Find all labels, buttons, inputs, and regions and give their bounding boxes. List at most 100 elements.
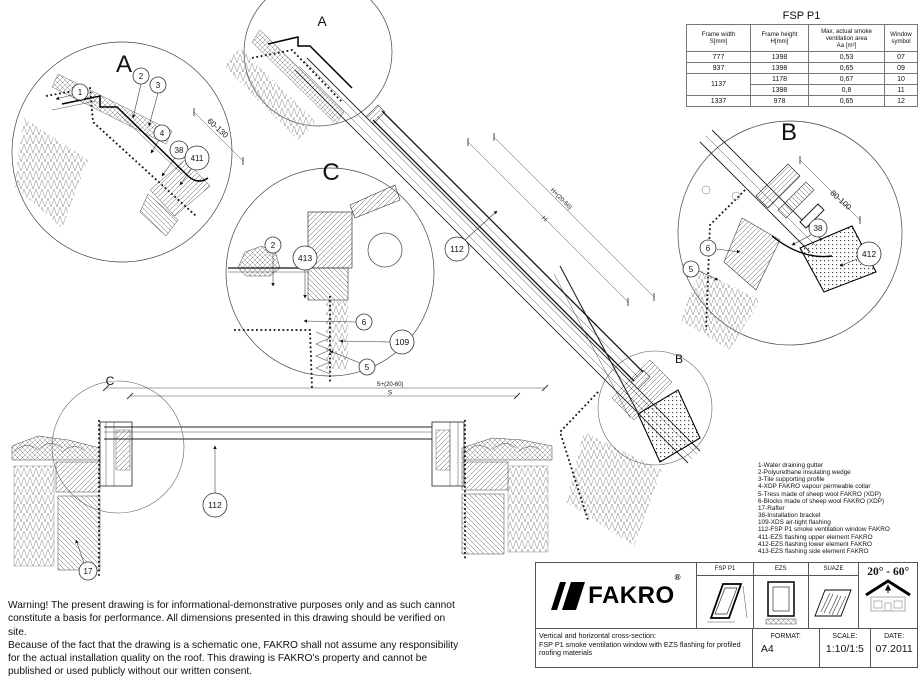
callout-109: 109 bbox=[339, 329, 415, 355]
callout-5b: 5 bbox=[682, 260, 719, 281]
detail-b-marker: B bbox=[675, 352, 683, 366]
svg-text:3: 3 bbox=[156, 81, 161, 90]
svg-text:413: 413 bbox=[298, 253, 313, 263]
svg-text:2: 2 bbox=[139, 72, 144, 81]
svg-text:2: 2 bbox=[271, 241, 276, 250]
svg-text:80-100: 80-100 bbox=[828, 188, 853, 212]
horizontal-section: C 112 17 S+(20-60) S bbox=[11, 374, 553, 581]
date-label: DATE: bbox=[884, 633, 905, 640]
callout-112-horizontal: 112 bbox=[202, 445, 228, 518]
legend-item: 38-Installation bracket bbox=[758, 512, 821, 520]
date-cell: DATE: 07.2011 bbox=[871, 629, 917, 667]
svg-text:109: 109 bbox=[395, 337, 410, 347]
svg-text:17: 17 bbox=[84, 567, 93, 576]
legend-item: 412-EZS flashing lower element FAKRO bbox=[758, 540, 873, 548]
scale-label: SCALE: bbox=[832, 633, 858, 640]
profiled-sheet-icon bbox=[814, 589, 853, 617]
callout-1: 1 bbox=[55, 83, 89, 101]
svg-text:H: H bbox=[540, 215, 548, 223]
window-type-cell: FSP P1 bbox=[697, 563, 754, 628]
svg-text:S+(20-60): S+(20-60) bbox=[377, 382, 404, 388]
window-type-label: FSP P1 bbox=[697, 563, 753, 576]
warning-line: Warning! The present drawing is for info… bbox=[8, 600, 455, 611]
date-value: 07.2011 bbox=[875, 643, 913, 655]
svg-text:60-130: 60-130 bbox=[205, 116, 230, 140]
detail-b: B 6 5 38 412 80-100 bbox=[677, 119, 903, 350]
callout-6b: 6 bbox=[699, 239, 741, 257]
callout-5c: 5 bbox=[329, 350, 376, 376]
svg-text:5: 5 bbox=[689, 265, 694, 274]
fakro-logo-text: FAKRO® bbox=[588, 572, 682, 609]
svg-text:38: 38 bbox=[175, 146, 184, 155]
top-roof-fragment: A bbox=[224, 0, 393, 140]
detail-a: A 1 2 3 4 38 411 bbox=[11, 41, 244, 263]
callout-412: 412 bbox=[839, 241, 882, 267]
callout-411: 411 bbox=[179, 145, 210, 186]
svg-text:4: 4 bbox=[160, 129, 165, 138]
callout-38b: 38 bbox=[791, 218, 828, 246]
roofing-type-label: SUAZE bbox=[808, 563, 859, 576]
legend-item: 112-FSP P1 smoke ventilation window FAKR… bbox=[758, 526, 890, 534]
svg-text:S: S bbox=[388, 390, 393, 397]
callout-3: 3 bbox=[148, 76, 167, 127]
parts-legend: 1-Water draining gutter 2-Polyurethane i… bbox=[758, 462, 920, 555]
detail-a-label: A bbox=[116, 51, 132, 78]
flashing-type-cell: EZS bbox=[753, 563, 809, 628]
detail-c-label: C bbox=[322, 159, 339, 186]
detail-c-source-circle bbox=[51, 380, 185, 514]
detail-c: C 2 413 6 109 5 bbox=[225, 159, 435, 389]
callout-2c: 2 bbox=[264, 236, 282, 287]
format-label: FORMAT: bbox=[770, 633, 801, 640]
registered-mark: ® bbox=[674, 572, 682, 582]
svg-text:5: 5 bbox=[365, 363, 370, 372]
pitch-range-cell: 20° - 60° bbox=[859, 563, 917, 628]
callout-6c: 6 bbox=[303, 313, 373, 331]
svg-text:412: 412 bbox=[862, 249, 877, 259]
callout-413: 413 bbox=[292, 245, 318, 299]
dimension-h: H+(20-60) H bbox=[467, 133, 655, 306]
flashing-type-label: EZS bbox=[753, 563, 808, 576]
callout-17: 17 bbox=[75, 539, 98, 581]
warning-line: Because of the fact that the drawing is … bbox=[8, 639, 459, 651]
warning-line: constitute a basis for performance. All … bbox=[8, 613, 446, 638]
title-block: FAKRO® FSP P1 EZS SUAZ bbox=[535, 562, 918, 668]
svg-text:411: 411 bbox=[191, 154, 204, 163]
scale-value: 1:10/1:5 bbox=[825, 643, 864, 655]
callout-4: 4 bbox=[150, 124, 171, 154]
svg-text:38: 38 bbox=[814, 224, 823, 233]
svg-text:1: 1 bbox=[78, 88, 83, 97]
legend-item: 1-Water draining gutter bbox=[758, 462, 824, 469]
format-cell: FORMAT: A4 bbox=[753, 629, 820, 667]
detail-b-label: B bbox=[781, 119, 797, 146]
legend-item: 2-Polyurethane insulating wedge bbox=[758, 469, 851, 477]
scale-cell: SCALE: 1:10/1:5 bbox=[820, 629, 872, 667]
legend-item: 17-Rafter bbox=[758, 504, 785, 512]
detail-b-source-circle bbox=[597, 350, 713, 466]
legend-item: 4-XDP FAKRO vapour permeable collar bbox=[758, 483, 871, 491]
detail-c-marker: C bbox=[106, 374, 115, 388]
legend-item: 109-XDS air-tight flashing bbox=[758, 519, 831, 527]
legend-item: 411-EZS flashing upper element FAKRO bbox=[758, 533, 873, 541]
main-section: B 112 H+(20-60) H bbox=[294, 57, 713, 546]
warning-text: Warning! The present drawing is for info… bbox=[8, 599, 460, 679]
format-value: A4 bbox=[760, 643, 774, 655]
pitch-range-value: 20° - 60° bbox=[867, 566, 910, 578]
callout-112-main: 112 bbox=[444, 210, 498, 262]
svg-text:112: 112 bbox=[450, 244, 464, 254]
flashing-pictogram-icon bbox=[765, 581, 796, 625]
svg-text:112: 112 bbox=[208, 500, 222, 510]
warning-line: for the actual installation quality on t… bbox=[8, 653, 428, 665]
spec-table-title: FSP P1 bbox=[782, 10, 821, 22]
fakro-logo-mark bbox=[551, 581, 586, 610]
callout-2: 2 bbox=[131, 67, 150, 119]
